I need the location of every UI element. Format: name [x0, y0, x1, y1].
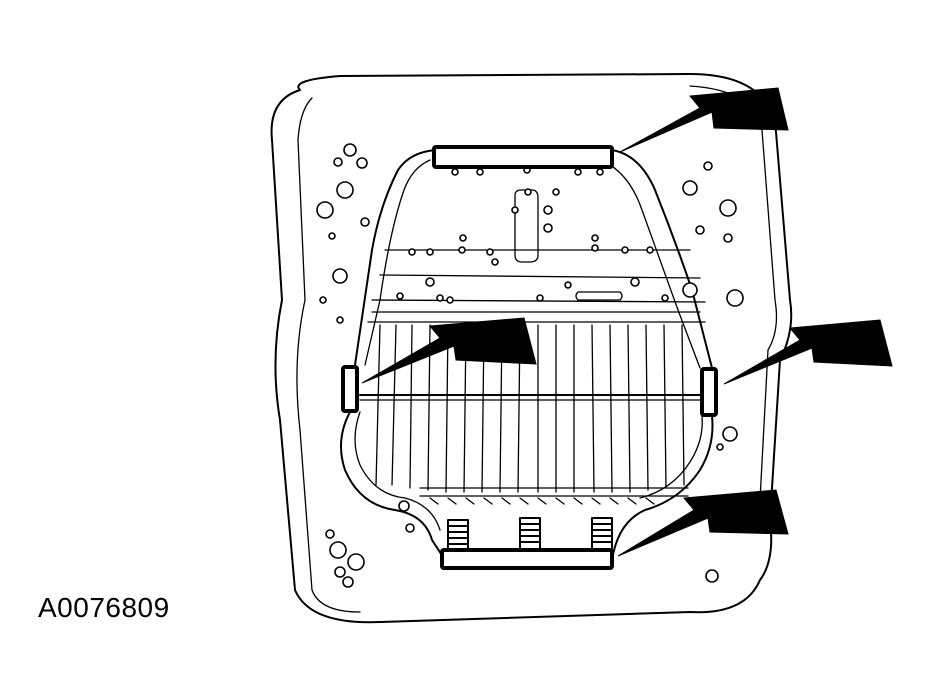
- side-panel-holes: [316, 143, 744, 588]
- cushion-outline: [270, 73, 793, 624]
- top-clip: [432, 145, 614, 169]
- arrow-bottom-clip: [617, 489, 789, 557]
- figure-id-label: A0076809: [38, 592, 170, 623]
- bottom-clip: [440, 548, 614, 570]
- frame-rails: [340, 149, 714, 561]
- coil-springs: [447, 517, 613, 549]
- arrow-left-clip: [361, 317, 537, 384]
- spring-grid: [359, 311, 706, 505]
- right-clip: [700, 367, 718, 417]
- panel-holes: [396, 166, 669, 304]
- arrow-top-clip: [619, 87, 789, 153]
- left-clip: [341, 365, 359, 413]
- arrow-right-clip: [723, 319, 893, 385]
